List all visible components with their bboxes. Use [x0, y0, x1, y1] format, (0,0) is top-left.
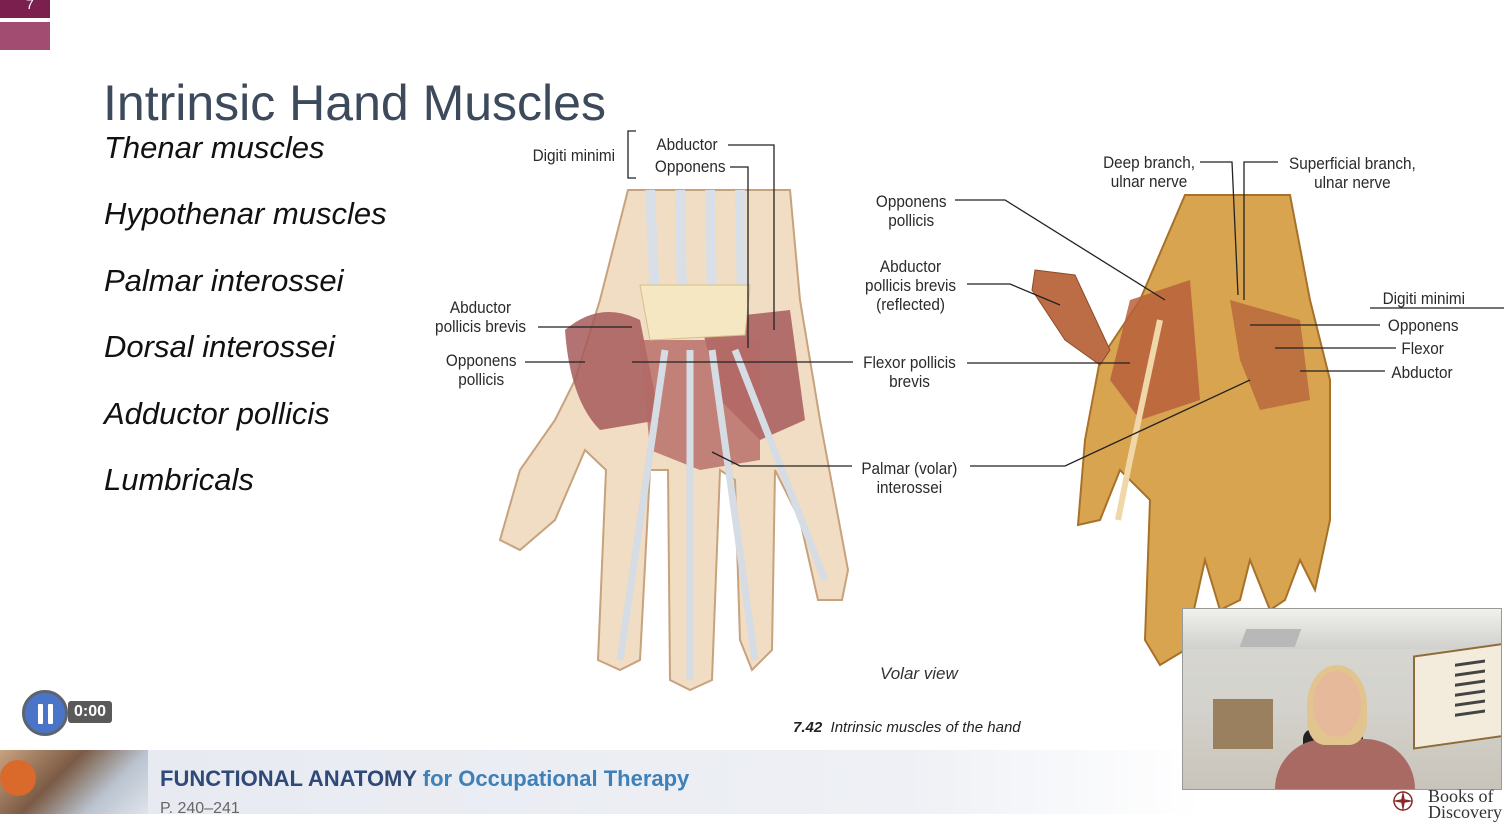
topic-item: Dorsal interossei: [104, 329, 335, 365]
label-line: ulnar nerve: [1314, 173, 1391, 192]
figure-caption-text: Intrinsic muscles of the hand: [830, 719, 1021, 736]
footer-title-main: FUNCTIONAL ANATOMY: [160, 766, 417, 791]
label-line: Opponens: [445, 351, 517, 370]
webcam-wall-chart: [1413, 642, 1501, 750]
leader-lines: [525, 130, 1504, 467]
label-line: Flexor pollicis: [863, 353, 956, 372]
publisher-logo-line2: Discovery: [1428, 802, 1502, 822]
label-abductor: Abductor: [656, 135, 718, 154]
slide-number-tab: 7: [0, 0, 50, 18]
label-opponens: Opponens: [654, 157, 726, 176]
topic-item: Thenar muscles: [104, 130, 325, 165]
label-line: Opponens: [875, 192, 947, 211]
webcam-cabinet: [1213, 699, 1273, 749]
topic-item: Adductor pollicis: [104, 395, 330, 431]
cadaver-hand-photo: [1031, 194, 1331, 667]
slide-accent-bar: [0, 22, 50, 50]
publisher-logo-line1: Books of: [1428, 786, 1494, 806]
label-line: pollicis: [888, 211, 935, 230]
slide-number: 7: [26, 0, 34, 12]
footer-book-title: FUNCTIONAL ANATOMY for Occupational Ther…: [160, 766, 689, 792]
label-line: Abductor: [879, 257, 942, 276]
compass-logo-icon: [1392, 790, 1414, 812]
label-digiti-minimi-right: Digiti minimi: [1382, 289, 1466, 308]
label-line: Deep branch,: [1103, 153, 1195, 172]
figure-caption: 7.42 Intrinsic muscles of the hand: [793, 719, 1021, 736]
topic-list: Thenar muscles Hypothenar muscles Palmar…: [104, 128, 387, 526]
label-abductor-pollicis-brevis: Abductor pollicis brevis: [435, 298, 526, 336]
webcam-presenter-body: [1275, 739, 1415, 789]
label-line: Palmar (volar): [861, 459, 958, 478]
label-line: interossei: [876, 478, 943, 497]
footer-page-ref: P. 240–241: [160, 800, 240, 817]
label-opponens-pollicis-right: Opponens pollicis: [876, 192, 947, 230]
footer-title-sub: for Occupational Therapy: [422, 766, 690, 791]
footer-photo-ball: [0, 760, 36, 796]
label-line: Superficial branch,: [1289, 154, 1416, 173]
label-line: pollicis brevis: [865, 276, 957, 295]
topic-item: Lumbricals: [104, 461, 254, 497]
label-opponens-pollicis: Opponens pollicis: [446, 351, 517, 389]
illustrated-hand: [498, 189, 850, 692]
topic-item: Palmar interossei: [104, 262, 344, 298]
label-palmar-interossei: Palmar (volar) interossei: [861, 459, 957, 497]
label-line: brevis: [889, 372, 930, 391]
playback-time: 0:00: [68, 701, 113, 723]
webcam-ceiling: [1183, 609, 1501, 649]
label-abductor-right: Abductor: [1391, 363, 1453, 382]
label-opponens-right: Opponens: [1387, 316, 1459, 335]
publisher-logo: Books of Discovery: [1428, 786, 1502, 822]
label-deep-branch: Deep branch, ulnar nerve: [1103, 153, 1195, 191]
label-superficial-branch: Superficial branch, ulnar nerve: [1289, 154, 1416, 192]
label-line: Abductor: [449, 298, 512, 317]
label-flexor-pollicis-brevis: Flexor pollicis brevis: [863, 353, 956, 391]
figure-number: 7.42: [793, 719, 823, 736]
label-line: ulnar nerve: [1110, 172, 1188, 191]
label-flexor-right: Flexor: [1401, 339, 1444, 358]
pause-icon: [38, 704, 54, 724]
label-line: (reflected): [876, 295, 945, 314]
topic-item: Hypothenar muscles: [104, 196, 387, 232]
view-caption: Volar view: [880, 664, 958, 683]
label-apb-reflected: Abductor pollicis brevis (reflected): [865, 257, 956, 314]
label-line: pollicis: [458, 370, 505, 389]
label-digiti-minimi: Digiti minimi: [532, 146, 616, 165]
webcam-presenter-face: [1313, 671, 1361, 737]
webcam-video[interactable]: [1182, 608, 1502, 790]
pause-button[interactable]: [22, 690, 68, 736]
slide-title: Intrinsic Hand Muscles: [103, 74, 606, 131]
webcam-vent: [1239, 629, 1302, 647]
label-line: pollicis brevis: [435, 317, 527, 336]
